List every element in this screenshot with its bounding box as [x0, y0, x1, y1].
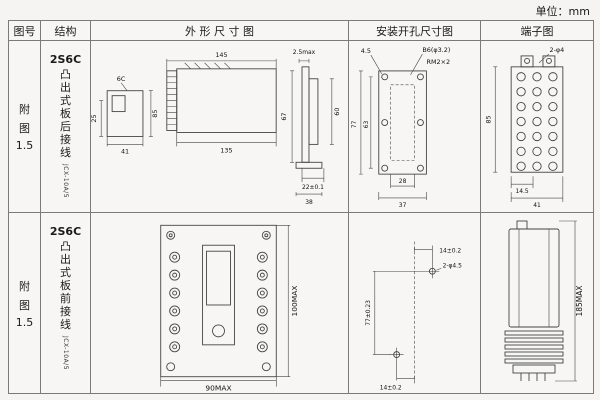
structure-char: 线 [60, 318, 71, 331]
dim-41: 41 [121, 147, 129, 155]
header-outline-dims: 外 形 尺 寸 图 [91, 21, 349, 41]
dim-2phi45: 2-φ4.5 [443, 262, 463, 269]
fig-no-line: 图 [19, 298, 30, 312]
unit-label: 单位：mm [535, 5, 590, 18]
fig-no-line: 图 [19, 122, 30, 135]
relay-front-view-with-terminals: 90MAX 100MAX [160, 224, 299, 393]
structure-char: 线 [60, 146, 71, 159]
dim-63: 63 [363, 121, 370, 129]
rib-section [504, 330, 564, 364]
relay-rear-profile-view: 2.5max 67 60 22±0.1 38 [280, 49, 341, 206]
structure-char: 接 [60, 133, 71, 146]
outline-cell-row2: 90MAX 100MAX [91, 213, 349, 393]
structure-model-code: 2S6C [49, 225, 82, 238]
drill-pattern-view: 14±0.2 2-φ4.5 77±0.23 14±0.2 [365, 241, 462, 391]
terminal-screw-holes [516, 72, 558, 171]
structure-char: 板 [60, 107, 71, 120]
dim-14-bottom: 14±0.2 [380, 384, 402, 391]
relay-side-silhouette: 185MAX [504, 220, 584, 382]
terminal-diagram-rear: 2-φ4 85 [484, 46, 564, 209]
dim-25: 25 [91, 114, 98, 122]
dim-2phi4: 2-φ4 [549, 46, 564, 54]
structure-cell-row1: 2S6C 凸 出 式 板 后 接 线 JCX-10A/5 [41, 41, 91, 213]
mounting-cell-row1: 4.5 B6(φ3.2) RM2×2 77 63 [349, 41, 481, 213]
dim-77: 77 [351, 121, 358, 129]
header-terminal-diagram: 端子图 [481, 21, 593, 41]
dim-14-top: 14±0.2 [439, 247, 461, 254]
outline-drawing-front-wiring: 90MAX 100MAX [160, 224, 299, 393]
structure-char: 接 [60, 305, 71, 318]
dim-6c-label: 6C [117, 75, 126, 83]
relay-side-view: 145 135 [166, 51, 277, 154]
terminal-cell-row1: 2-φ4 85 [481, 41, 593, 213]
structure-char: 板 [60, 279, 71, 292]
dim-b6: B6(φ3.2) [422, 46, 450, 54]
dim-100max: 100MAX [290, 286, 299, 317]
structure-model-code: 2S6C [49, 53, 82, 66]
fig-no-line: 附 [19, 279, 30, 293]
header-structure: 结构 [41, 21, 91, 41]
relay-front-view: 6C 25 41 85 [91, 75, 159, 156]
terminal-block-view: 2-φ4 85 [484, 46, 564, 209]
fig-no-line: 附 [19, 103, 30, 116]
structure-char: 出 [60, 81, 71, 94]
fig-no-cell-row1: 附 图 1.5 [9, 41, 41, 213]
dim-2-5max: 2.5max [293, 49, 316, 56]
structure-char: 式 [60, 266, 71, 279]
dimension-table: 图号 结构 外 形 尺 寸 图 安装开孔尺寸图 端子图 附 图 1.5 2S6C… [8, 20, 594, 394]
relay-model-label: JCX-10A/5 [62, 164, 69, 199]
mounting-hole-drawing-front: 14±0.2 2-φ4.5 77±0.23 14±0.2 [365, 241, 462, 391]
dim-185max: 185MAX [575, 285, 584, 316]
dim-90max: 90MAX [205, 384, 231, 393]
mounting-cell-row2: 14±0.2 2-φ4.5 77±0.23 14±0.2 [349, 213, 481, 393]
structure-char: 前 [60, 292, 71, 305]
structure-char: 后 [60, 120, 71, 133]
dim-22: 22±0.1 [302, 184, 324, 191]
fig-no-line: 1.5 [15, 315, 34, 329]
bottom-hole-mark [389, 347, 404, 362]
terminal-cell-row2: 185MAX [481, 213, 593, 393]
header-fig-no: 图号 [9, 21, 41, 41]
structure-char: 凸 [60, 68, 71, 81]
dim-14-5: 14.5 [515, 188, 528, 195]
outline-cell-row1: 6C 25 41 85 145 [91, 41, 349, 213]
dim-rm2x2: RM2×2 [427, 58, 451, 66]
mounting-hole-drawing-rear: 4.5 B6(φ3.2) RM2×2 77 63 [351, 46, 450, 209]
fig-no-cell-row2: 附 图 1.5 [9, 213, 41, 393]
top-hole-mark [425, 264, 440, 279]
right-terminal-column [256, 251, 268, 353]
panel-cutout-view: 4.5 B6(φ3.2) RM2×2 77 63 [351, 46, 450, 209]
fig-no-line: 1.5 [15, 139, 34, 152]
relay-model-label: JCX-10A/5 [62, 336, 69, 371]
dim-60: 60 [333, 107, 341, 115]
header-mounting-holes: 安装开孔尺寸图 [349, 21, 481, 41]
mounting-holes [381, 73, 424, 172]
structure-char: 出 [60, 253, 71, 266]
structure-char: 凸 [60, 240, 71, 253]
dim-41: 41 [533, 202, 541, 209]
dim-85: 85 [151, 109, 159, 117]
dim-67: 67 [280, 112, 288, 120]
outline-drawing-rear-wiring: 6C 25 41 85 145 [91, 49, 341, 206]
dim-38: 38 [305, 199, 313, 206]
dim-4-5: 4.5 [361, 47, 371, 55]
structure-char: 式 [60, 94, 71, 107]
dim-77: 77±0.23 [365, 300, 372, 326]
structure-cell-row2: 2S6C 凸 出 式 板 前 接 线 JCX-10A/5 [41, 213, 91, 393]
dim-135: 135 [220, 146, 232, 154]
dim-28: 28 [399, 178, 407, 185]
dim-145: 145 [215, 51, 227, 59]
terminal-diagram-front: 185MAX [504, 220, 584, 382]
dim-85: 85 [484, 115, 492, 123]
left-terminal-column [169, 251, 181, 353]
dim-37: 37 [399, 202, 407, 209]
